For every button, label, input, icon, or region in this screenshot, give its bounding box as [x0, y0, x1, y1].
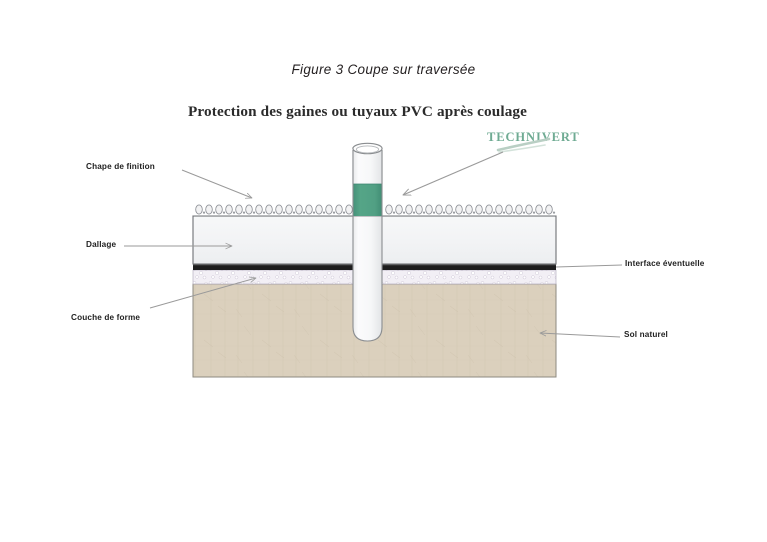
leader-sol — [540, 333, 621, 338]
label-dallage: Dallage — [86, 240, 117, 249]
drawing-heading: Protection des gaines ou tuyaux PVC aprè… — [188, 103, 528, 120]
leader-chape — [181, 169, 252, 198]
label-interface-eventuelle: Interface éventuelle — [625, 259, 705, 268]
pipe-seal-green — [353, 184, 382, 216]
brand-swoosh-icon — [496, 137, 551, 152]
figure-caption: Figure 3 Coupe sur traversée — [291, 62, 476, 77]
leader-seal-callout — [403, 151, 504, 195]
leader-interface — [555, 264, 623, 268]
label-sol-naturel: Sol naturel — [624, 330, 668, 339]
screed-layer — [193, 203, 556, 217]
brand-swoosh-secondary-icon — [498, 144, 546, 153]
pvc-pipe — [352, 142, 383, 342]
leader-couche — [149, 278, 256, 309]
label-couche-de-forme: Couche de forme — [71, 313, 141, 322]
brand-wordmark: TECHNIVERT — [487, 130, 580, 144]
label-chape-de-finition: Chape de finition — [86, 162, 155, 171]
